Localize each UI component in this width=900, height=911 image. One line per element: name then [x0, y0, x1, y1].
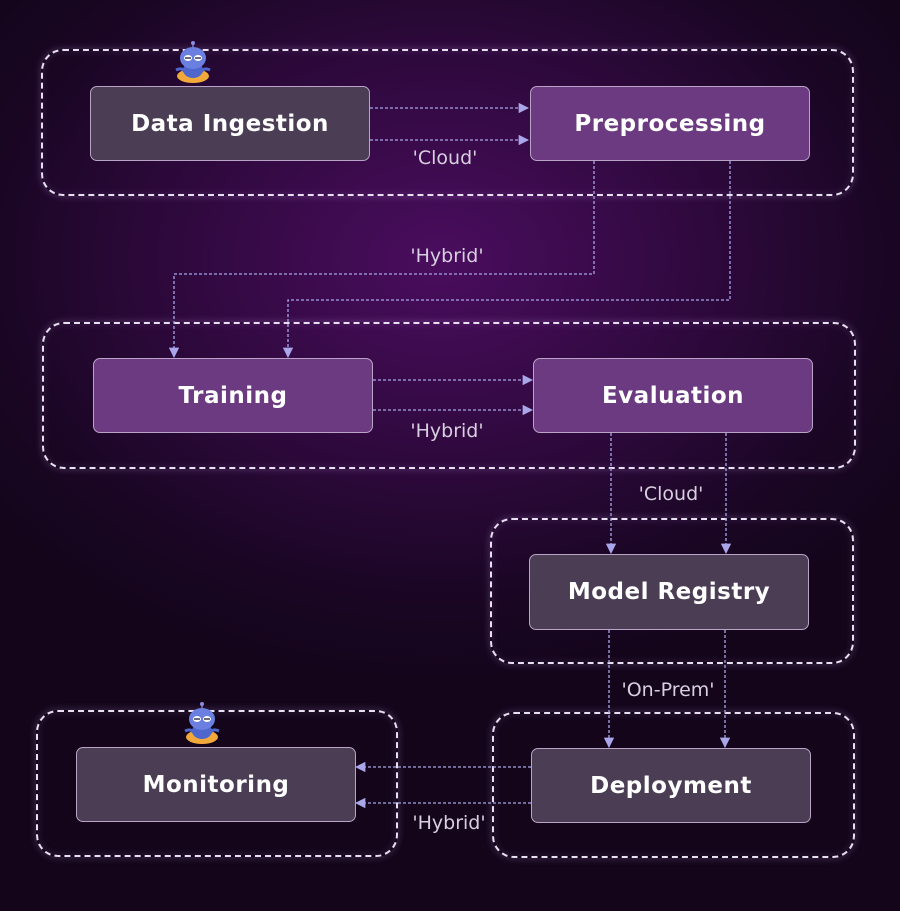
node-deployment: Deployment: [531, 748, 811, 823]
edge-label-training-evaluation: 'Hybrid': [410, 420, 484, 442]
edge-label-preprocessing-training: 'Hybrid': [410, 245, 484, 267]
robot-mascot-icon: [184, 702, 220, 744]
group-model-registry: [490, 518, 854, 664]
robot-mascot-icon: [175, 41, 211, 83]
node-preprocessing: Preprocessing: [530, 86, 810, 161]
edge-label-deployment-monitoring: 'Hybrid': [412, 812, 486, 834]
node-training: Training: [93, 358, 373, 433]
node-monitoring: Monitoring: [76, 747, 356, 822]
group-deployment: [492, 712, 855, 858]
node-data-ingestion: Data Ingestion: [90, 86, 370, 161]
group-training-evaluation: [42, 322, 856, 469]
wire-preprocessing-training-1: [168, 161, 595, 359]
node-evaluation: Evaluation: [533, 358, 813, 433]
edge-label-ingestion-preprocessing: 'Cloud': [412, 147, 478, 169]
edge-label-registry-deployment: 'On-Prem': [621, 679, 715, 701]
node-model-registry: Model Registry: [529, 554, 809, 630]
group-monitoring: [36, 710, 398, 857]
wire-preprocessing-training-2: [282, 161, 731, 359]
edge-label-evaluation-registry: 'Cloud': [638, 483, 704, 505]
group-ingestion-preprocessing: [41, 49, 854, 196]
